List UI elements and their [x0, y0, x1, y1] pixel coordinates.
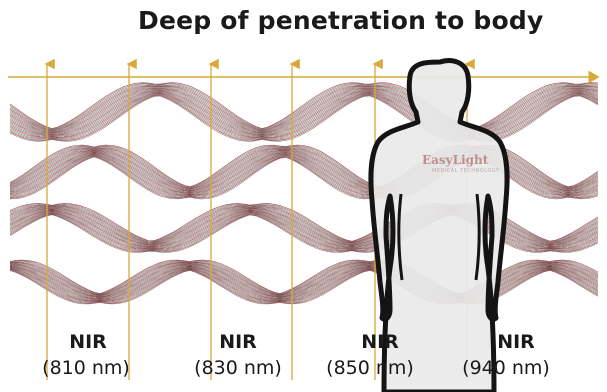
diagram-title: Deep of penetration to body [138, 6, 558, 35]
wavelength-label-810: (810 nm) [26, 357, 146, 379]
wavelength-label-940: (940 nm) [446, 357, 566, 379]
wave-strand [10, 264, 598, 296]
wave-strand [10, 153, 598, 193]
band-label-940: NIR [476, 331, 556, 353]
watermark-logo: EasyLight [422, 153, 488, 167]
wave-strand [10, 157, 598, 199]
band-label-830: NIR [198, 331, 278, 353]
band-label-850: NIR [340, 331, 420, 353]
wavelength-label-850: (850 nm) [310, 357, 430, 379]
light-wave-bundles [10, 83, 598, 304]
watermark-tagline: MEDICAL TECHNOLOGY [432, 168, 499, 174]
wavelength-label-830: (830 nm) [178, 357, 298, 379]
band-label-810: NIR [48, 331, 128, 353]
